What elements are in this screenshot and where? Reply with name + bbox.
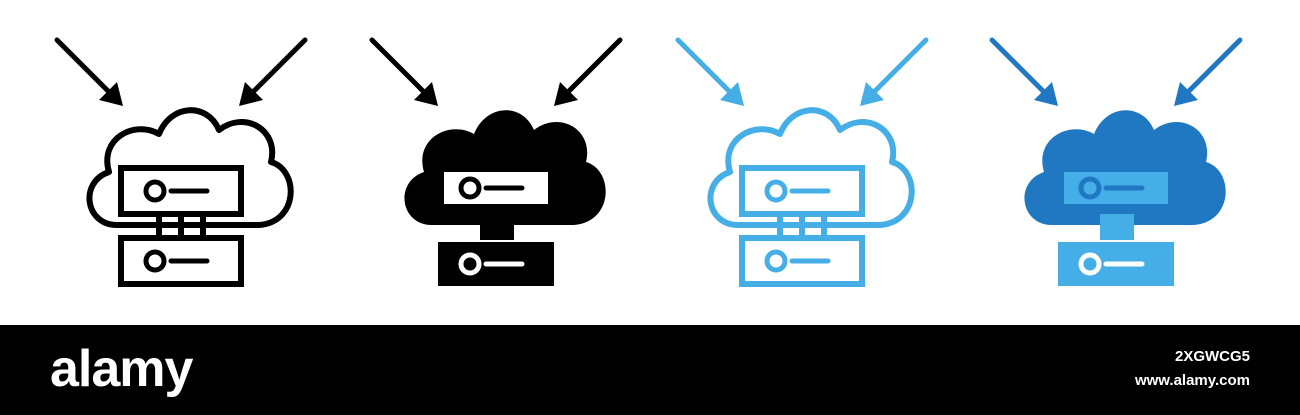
alamy-logo: alamy	[50, 340, 193, 398]
cloud-server-glyph	[369, 37, 623, 286]
watermark-footer: alamy 2XGWCG5 www.alamy.com	[0, 325, 1300, 415]
cloud-server-solid-black-icon	[362, 30, 632, 300]
cloud-server-glyph	[54, 37, 308, 287]
cloud-server-outline-black-icon	[47, 30, 317, 300]
cloud-server-glyph	[675, 37, 929, 287]
icon-canvas	[47, 30, 1252, 300]
image-id-label: 2XGWCG5	[1174, 348, 1250, 365]
cloud-server-glyph	[989, 37, 1243, 286]
site-url-label: www.alamy.com	[1134, 372, 1250, 389]
cloud-server-solid-blue-icon	[982, 30, 1252, 300]
cloud-server-outline-blue-icon	[668, 30, 938, 300]
